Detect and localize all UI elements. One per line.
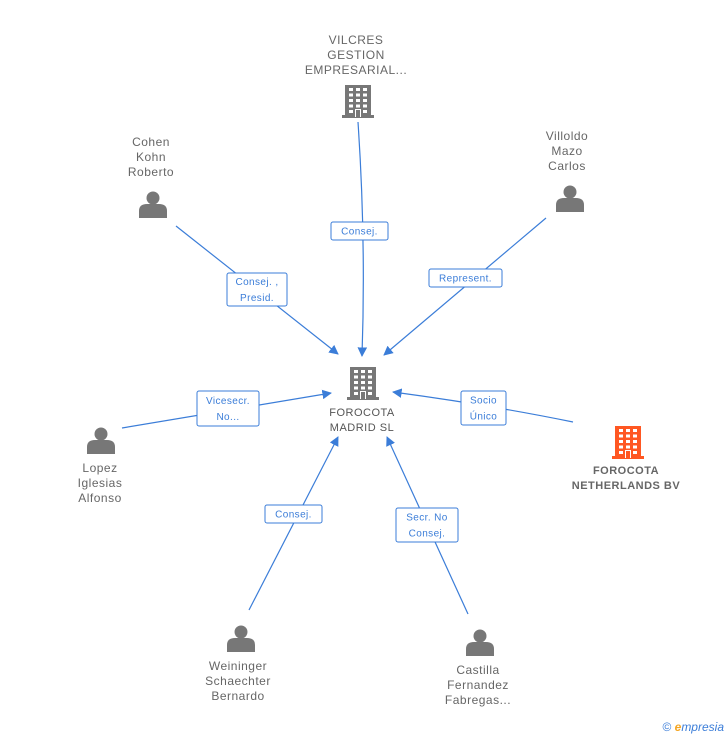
person-icon bbox=[466, 629, 494, 656]
node-label-vilcres-line-1: GESTION bbox=[327, 48, 385, 62]
person-icon bbox=[87, 427, 115, 454]
person-icon bbox=[139, 191, 167, 218]
node-castilla[interactable]: CastillaFernandezFabregas... bbox=[445, 629, 511, 708]
node-label-netherlands-line-1: NETHERLANDS BV bbox=[572, 480, 681, 492]
edges-layer: Consej. Consej. , Presid. Represent. Vicesec… bbox=[121, 121, 574, 615]
building-icon bbox=[347, 367, 379, 400]
node-label-castilla-line-0: Castilla bbox=[456, 663, 499, 677]
node-label-villoldo-line-2: Carlos bbox=[548, 159, 586, 173]
edge-label-box-weininger[interactable] bbox=[264, 504, 323, 524]
edge-label-castilla-line-1: Consej. bbox=[409, 529, 446, 540]
edge-label-netherlands-line-1: Único bbox=[470, 410, 498, 423]
edge-villoldo: Represent. bbox=[383, 217, 547, 356]
edge-castilla: Secr. No Consej. bbox=[386, 436, 469, 615]
brand-name: mpresia bbox=[681, 720, 724, 734]
edge-label-netherlands-line-0: Socio bbox=[470, 396, 497, 407]
edge-label-vilcres-line-0: Consej. bbox=[341, 227, 378, 238]
node-label-lopez-line-0: Lopez bbox=[82, 461, 117, 475]
edge-label-box-lopez[interactable] bbox=[196, 390, 260, 427]
node-label-castilla-line-1: Fernandez bbox=[447, 678, 509, 692]
edge-lopez: Vicesecr. No... bbox=[121, 389, 332, 429]
node-label-lopez-line-2: Alfonso bbox=[78, 491, 122, 505]
building-icon bbox=[342, 85, 374, 118]
edge-label-castilla-line-0: Secr. No bbox=[406, 513, 448, 524]
node-label-center-line-1: MADRID SL bbox=[330, 422, 394, 434]
edge-label-lopez-line-1: No... bbox=[216, 412, 239, 423]
node-label-weininger-line-1: Schaechter bbox=[205, 674, 271, 688]
edge-weininger: Consej. bbox=[248, 436, 339, 611]
edge-label-cohen-line-0: Consej. , bbox=[235, 277, 278, 288]
edge-vilcres: Consej. bbox=[330, 121, 389, 357]
node-label-center-line-0: FOROCOTA bbox=[329, 407, 395, 419]
node-netherlands[interactable]: FOROCOTA NETHERLANDS BV bbox=[572, 426, 681, 492]
edge-label-box-cohen[interactable] bbox=[226, 272, 288, 307]
node-label-castilla-line-2: Fabregas... bbox=[445, 693, 511, 707]
node-label-netherlands-line-0: FOROCOTA bbox=[593, 465, 659, 477]
edge-label-box-netherlands[interactable] bbox=[460, 390, 507, 426]
edge-label-box-villoldo[interactable] bbox=[428, 268, 503, 288]
person-icon bbox=[556, 185, 584, 212]
person-icon bbox=[227, 625, 255, 652]
edge-label-cohen-line-1: Presid. bbox=[240, 293, 274, 304]
edge-label-box-vilcres[interactable] bbox=[330, 221, 389, 241]
node-center[interactable]: FOROCOTA MADRID SL bbox=[329, 367, 395, 434]
node-label-villoldo-line-1: Mazo bbox=[551, 144, 582, 158]
node-label-cohen-line-1: Kohn bbox=[136, 150, 166, 164]
brand-initial: e bbox=[674, 720, 682, 734]
copyright-symbol: © bbox=[662, 720, 672, 734]
edge-label-weininger-line-0: Consej. bbox=[275, 510, 312, 521]
node-label-lopez-line-1: Iglesias bbox=[78, 476, 123, 490]
node-label-vilcres-line-2: EMPRESARIAL... bbox=[305, 63, 407, 77]
footer-credit: © empresia bbox=[662, 720, 724, 734]
node-label-weininger-line-2: Bernardo bbox=[211, 689, 264, 703]
node-vilcres[interactable]: VILCRESGESTIONEMPRESARIAL... bbox=[305, 33, 407, 118]
edge-label-villoldo-line-0: Represent. bbox=[439, 274, 492, 285]
building-icon bbox=[612, 426, 644, 459]
node-label-cohen-line-2: Roberto bbox=[128, 165, 174, 179]
edge-cohen: Consej. , Presid. bbox=[175, 225, 339, 355]
edge-label-box-castilla[interactable] bbox=[395, 507, 459, 543]
node-label-cohen-line-0: Cohen bbox=[132, 135, 170, 149]
node-label-villoldo-line-0: Villoldo bbox=[546, 129, 588, 143]
edge-label-lopez-line-0: Vicesecr. bbox=[206, 396, 250, 407]
node-label-weininger-line-0: Weininger bbox=[209, 659, 267, 673]
nodes-layer: FOROCOTA MADRID SL VILCRESGESTIONEMPRESARI… bbox=[78, 33, 681, 708]
node-label-vilcres-line-0: VILCRES bbox=[329, 33, 384, 47]
